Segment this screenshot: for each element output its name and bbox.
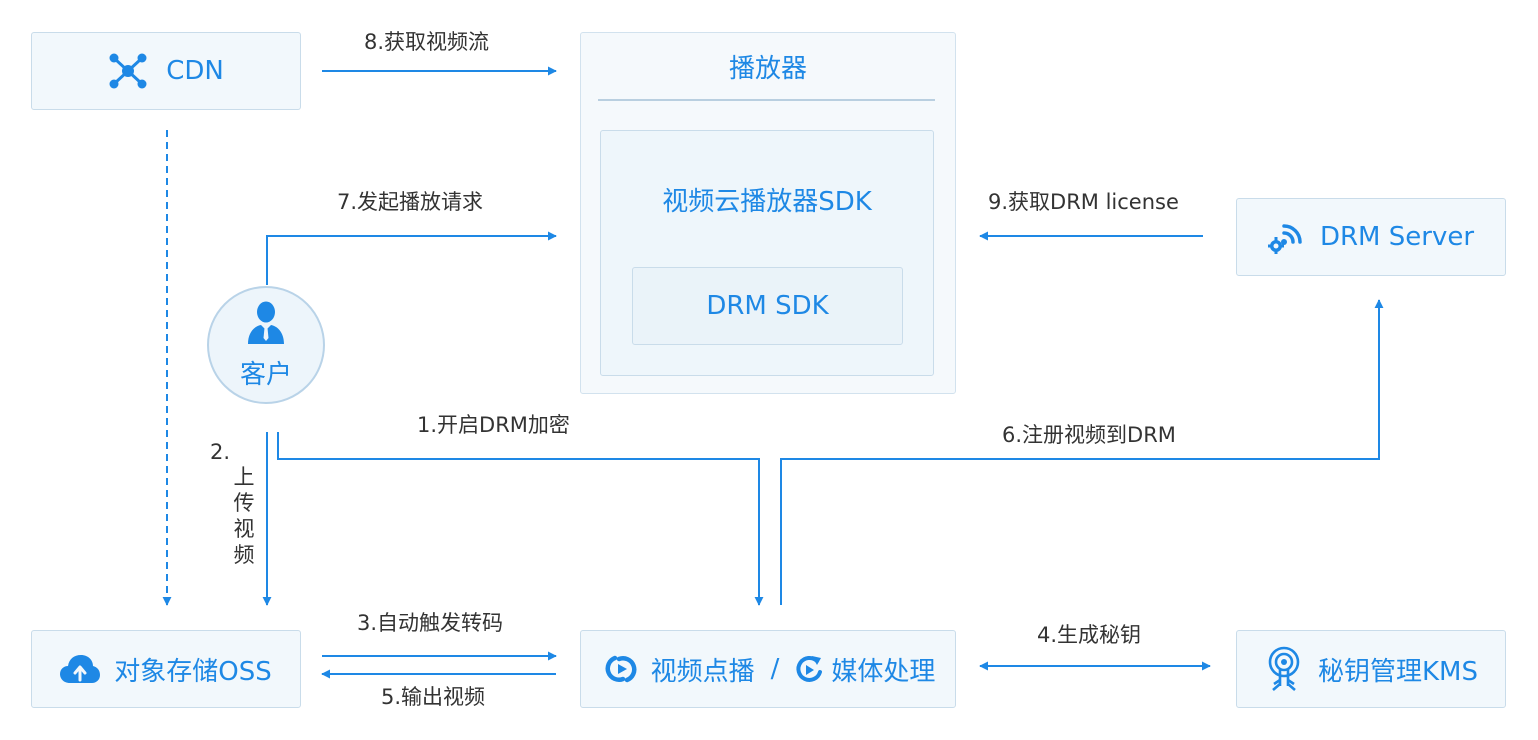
kms-node: 秘钥管理KMS — [1236, 630, 1506, 708]
media-process-label: 媒体处理 — [831, 656, 936, 687]
player-title: 播放器 — [728, 53, 807, 84]
key-icon — [1264, 646, 1304, 692]
edge-6-line — [780, 299, 1384, 605]
network-nodes-icon — [108, 53, 148, 89]
cdn-node: CDN — [31, 32, 301, 110]
edge-3-label: 3.自动触发转码 — [357, 611, 504, 635]
oss-label: 对象存储OSS — [114, 656, 272, 687]
media-process-icon — [795, 654, 823, 684]
drm-server-label: DRM Server — [1319, 222, 1475, 252]
edge-7-line — [266, 231, 557, 285]
edge-7-label: 7.发起播放请求 — [337, 190, 484, 214]
customer-label: 客户 — [239, 359, 292, 390]
drm-sdk-node: DRM SDK — [632, 267, 903, 345]
oss-node: 对象存储OSS — [31, 630, 301, 708]
vod-label: 视频点播 — [650, 656, 755, 687]
edge-9-label: 9.获取DRM license — [988, 190, 1179, 214]
edge-4-label: 4.生成秘钥 — [1037, 623, 1142, 647]
edge-2-number: 2. — [210, 440, 231, 464]
edge-5-label: 5.输出视频 — [381, 685, 486, 709]
edge-1-line — [277, 432, 764, 606]
drm-sdk-label: DRM SDK — [706, 291, 829, 321]
cloud-upload-icon — [60, 653, 101, 685]
player-sdk-label: 视频云播放器SDK — [662, 187, 872, 217]
edge-2-label: 上 传 视 频 — [233, 465, 255, 567]
kms-label: 秘钥管理KMS — [1318, 656, 1478, 687]
player-divider — [598, 99, 935, 101]
edge-6-label: 6.注册视频到DRM — [1002, 423, 1176, 447]
gear-signal-icon — [1267, 220, 1304, 254]
vod-separator: / — [770, 654, 780, 684]
edge-8-label: 8.获取视频流 — [364, 30, 490, 54]
vod-node: 视频点播 / 媒体处理 — [580, 630, 956, 708]
user-icon — [246, 300, 286, 348]
cdn-label: CDN — [166, 56, 224, 86]
edge-1-label: 1.开启DRM加密 — [417, 413, 570, 437]
customer-node: 客户 — [207, 286, 325, 404]
vod-play-icon — [601, 654, 641, 684]
drm-server-node: DRM Server — [1236, 198, 1506, 276]
